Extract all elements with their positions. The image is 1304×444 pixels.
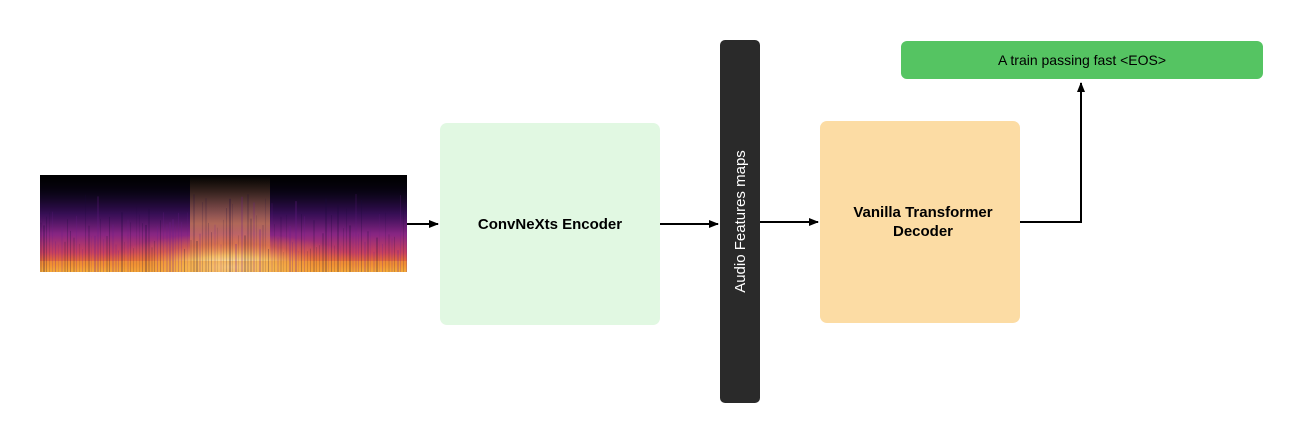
encoder-block: ConvNeXts Encoder: [440, 123, 660, 325]
output-block: A train passing fast <EOS>: [901, 41, 1263, 79]
features-label: Audio Features maps: [731, 150, 749, 293]
decoder-block: Vanilla Transformer Decoder: [820, 121, 1020, 323]
encoder-label: ConvNeXts Encoder: [477, 215, 623, 233]
arrow-decoder-to-output: [1020, 82, 1085, 223]
features-block: Audio Features maps: [720, 40, 760, 403]
spectrogram-image: [40, 175, 407, 272]
decoder-label: Vanilla Transformer Decoder: [853, 204, 993, 240]
output-label: A train passing fast <EOS>: [997, 52, 1167, 68]
